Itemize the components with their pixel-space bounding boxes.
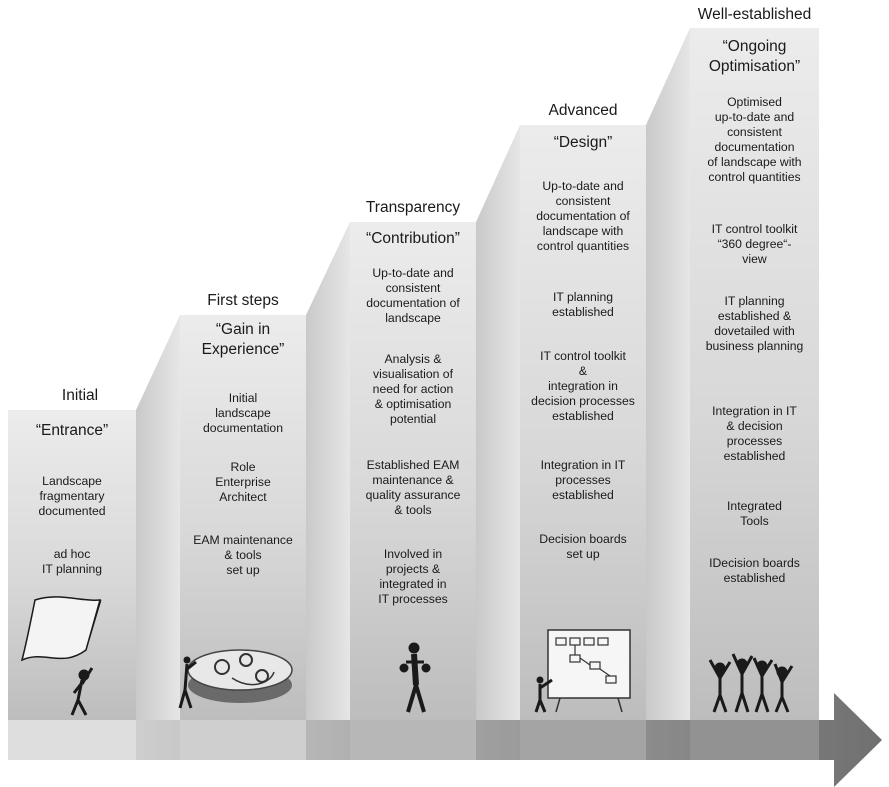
thinking-figure-icon — [399, 642, 431, 713]
stage-5-item-2: IT control toolkit “360 degree“- view — [711, 222, 798, 266]
stage-4-item-4: Integration in IT processes established — [540, 458, 626, 502]
stage-4-item-5: Decision boards set up — [539, 532, 627, 561]
step-face-3 — [350, 222, 476, 720]
base-block-3 — [350, 720, 476, 760]
stage-5-level: Well-established — [697, 6, 812, 23]
stage-5-item-4: Integration in IT & decision processes e… — [712, 404, 797, 463]
stage-2-item-2: Role Enterprise Architect — [215, 460, 271, 504]
base-block-5 — [690, 720, 819, 760]
stage-4-item-2: IT planning established — [552, 290, 614, 319]
stage-4-item-1: Up-to-date and consistent documentation … — [536, 179, 630, 253]
celebrating-team-icon — [708, 653, 794, 713]
stage-2-level: First steps — [207, 292, 279, 309]
stage-2-item-3: EAM maintenance & tools set up — [193, 533, 293, 577]
riser-3 — [476, 125, 520, 720]
stage-1-item-2: ad hoc IT planning — [41, 547, 103, 576]
base-block-1 — [8, 720, 136, 760]
stage-3-title: “Contribution” — [366, 230, 460, 247]
stage-3-item-1: Up-to-date and consistent documentation … — [366, 266, 460, 325]
stage-5-title: “Ongoing Optimisation” — [708, 38, 801, 75]
stage-4-item-3: IT control toolkit & integration in deci… — [531, 349, 635, 423]
stage-4-level: Advanced — [548, 102, 618, 119]
stage-5-item-3: IT planning established & dovetailed wit… — [705, 294, 804, 353]
step-face-4 — [520, 125, 646, 720]
riser-1 — [136, 315, 180, 720]
gears-team-icon — [178, 649, 293, 709]
stage-3-item-4: Involved in projects & integrated in IT … — [378, 547, 448, 606]
stage-2-title: “Gain in Experience” — [201, 321, 285, 358]
riser-2 — [306, 222, 350, 720]
stage-3-item-2: Analysis & visualisation of need for act… — [372, 352, 454, 426]
stage-1-title: “Entrance” — [35, 422, 109, 439]
stage-1-item-1: Landscape fragmentary documented — [38, 474, 106, 518]
step-face-1 — [8, 410, 136, 720]
stage-5-item-1: Optimised up-to-date and consistent docu… — [707, 95, 802, 184]
flag-figure-icon — [20, 596, 102, 716]
presentation-board-icon — [534, 629, 631, 713]
step-face-5 — [690, 28, 819, 720]
stage-5-item-5: Integrated Tools — [727, 499, 782, 528]
base-block-4 — [520, 720, 646, 760]
stage-4-title: “Design” — [553, 134, 613, 151]
stage-2-item-1: Initial landscape documentation — [203, 391, 283, 435]
stage-1-level: Initial — [61, 387, 99, 404]
stage-3-level: Transparency — [365, 199, 461, 216]
stage-5-item-6: IDecision boards established — [709, 556, 800, 585]
riser-4 — [646, 28, 690, 720]
stage-3-item-3: Established EAM maintenance & quality as… — [365, 458, 461, 517]
base-block-2 — [180, 720, 306, 760]
